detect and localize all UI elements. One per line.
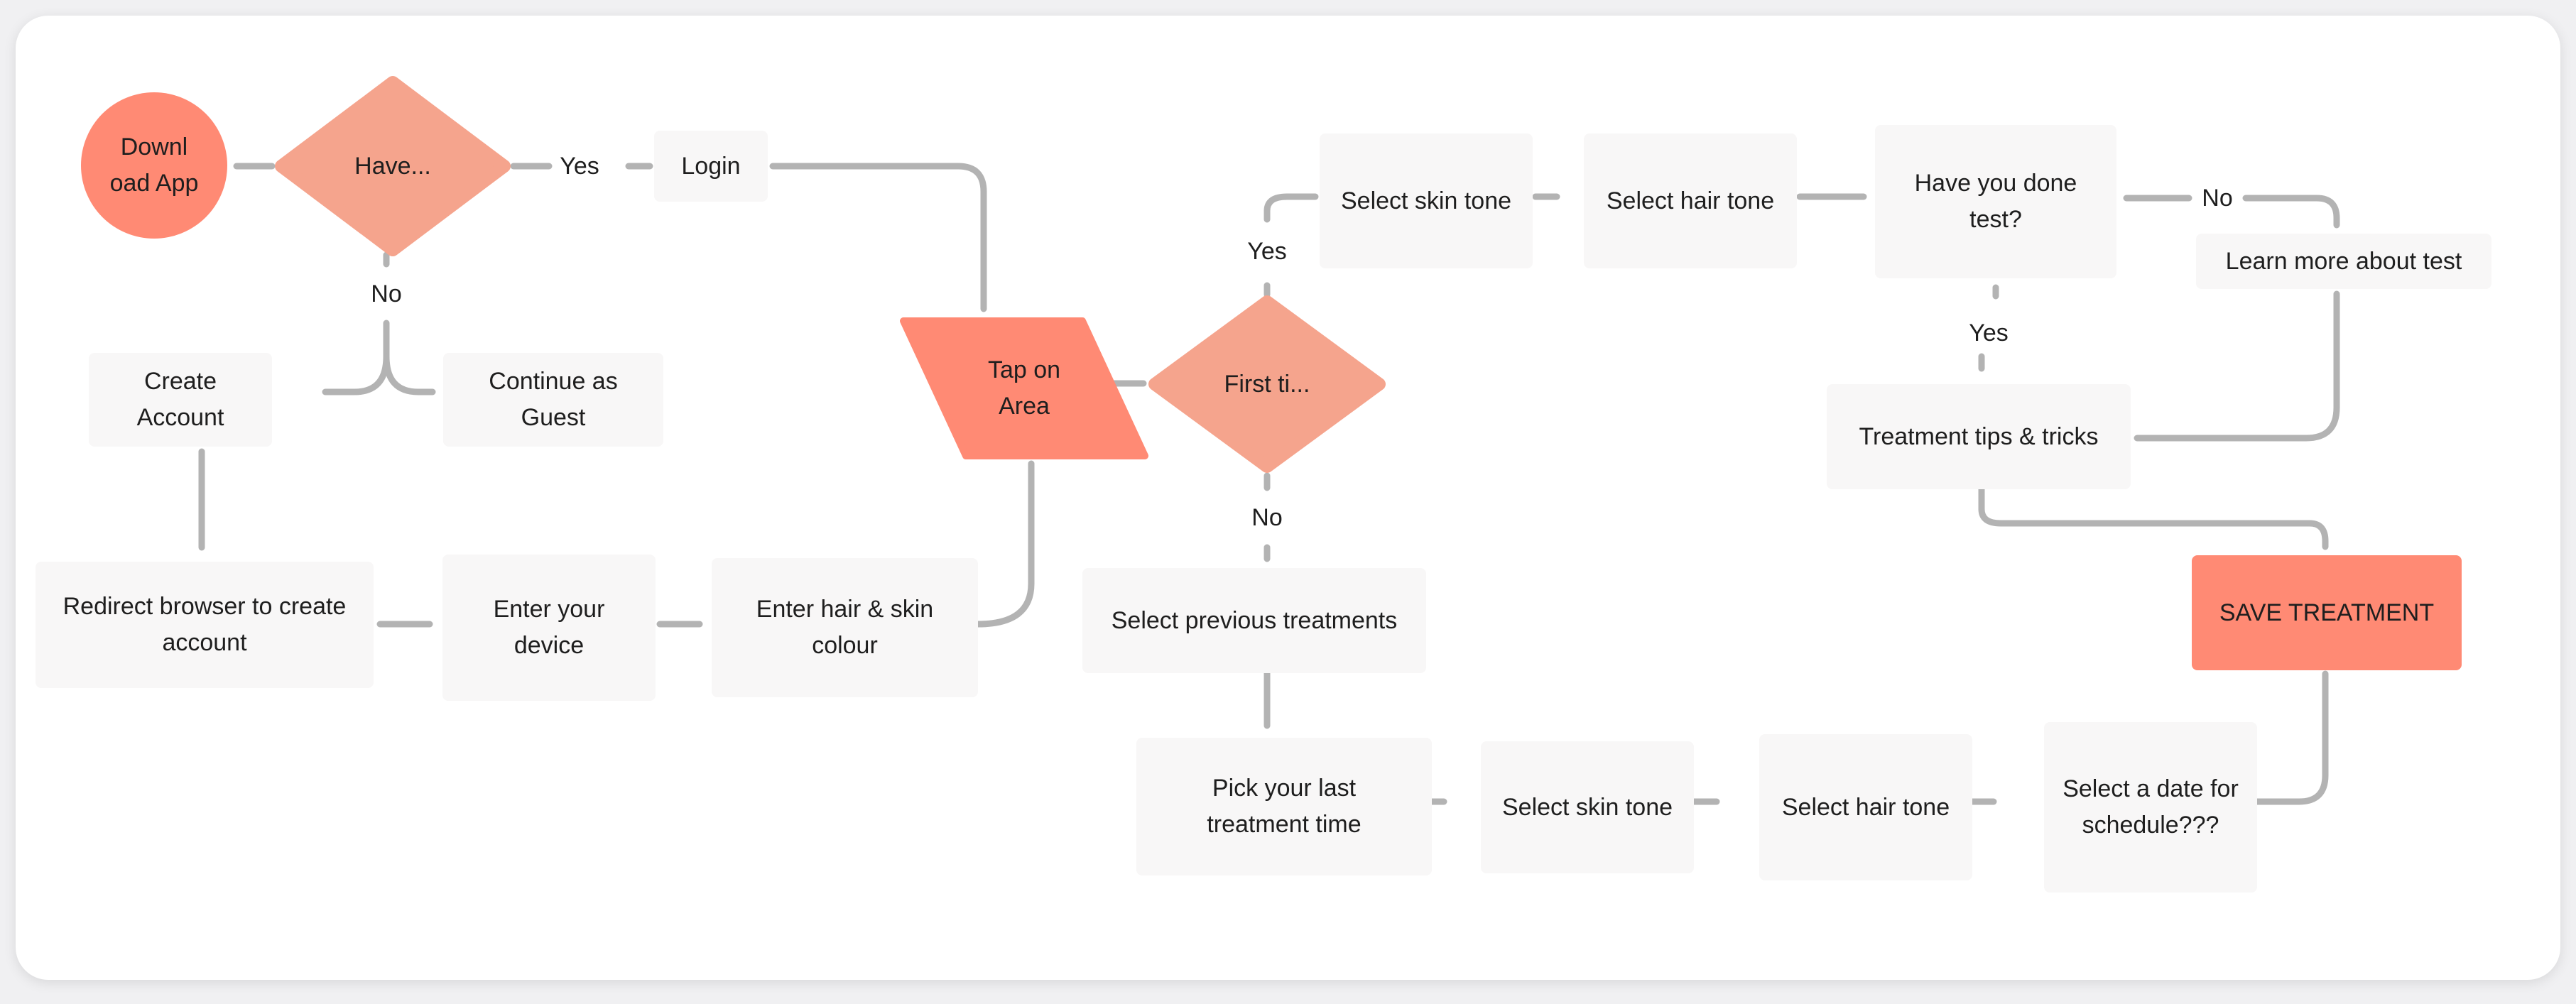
- edge-hair-tap: [974, 460, 1035, 628]
- redirect-browser-node[interactable]: Redirect browser to create account: [36, 562, 374, 688]
- tap-area-node[interactable]: Tap on Area: [896, 317, 1152, 459]
- edge-login-tap: [769, 163, 987, 312]
- parallelogram-shape: [900, 317, 1148, 459]
- learn-more-node[interactable]: Learn more about test: [2196, 234, 2491, 289]
- edge-have-guest: [383, 353, 436, 395]
- select-hair-tone-bottom-node[interactable]: Select hair tone: [1759, 734, 1972, 880]
- select-skin-tone-bottom-label: Select skin tone: [1501, 793, 1673, 821]
- edge-first-yes: [1263, 193, 1319, 298]
- select-schedule-date-node[interactable]: Select a date for schedule???: [2044, 722, 2257, 893]
- edge-have-no: [322, 251, 390, 395]
- enter-hair-skin-label: Enter hair & skin colour: [756, 596, 934, 659]
- last-treatment-time-node[interactable]: Pick your last treatment time: [1136, 738, 1432, 875]
- login-node[interactable]: Login: [654, 131, 768, 202]
- edge-label-have-no: No: [365, 278, 408, 310]
- edge-test-no: [2123, 195, 2340, 229]
- enter-hair-skin-node[interactable]: Enter hair & skin colour: [712, 558, 978, 697]
- select-skin-tone-top-node[interactable]: Select skin tone: [1320, 133, 1533, 268]
- select-hair-tone-top-node[interactable]: Select hair tone: [1584, 133, 1797, 268]
- select-skin-tone-bottom-node[interactable]: Select skin tone: [1481, 741, 1694, 873]
- edge-label-first-no: No: [1246, 501, 1288, 534]
- last-treatment-time-label: Pick your last treatment time: [1207, 775, 1362, 838]
- select-hair-tone-bottom-label: Select hair tone: [1781, 793, 1950, 821]
- create-account-label: Create Account: [136, 368, 224, 431]
- have-account-decision[interactable]: Have...: [274, 75, 511, 257]
- continue-guest-node[interactable]: Continue as Guest: [443, 353, 663, 447]
- enter-device-node[interactable]: Enter your device: [442, 555, 656, 701]
- select-skin-tone-top-label: Select skin tone: [1340, 187, 1512, 214]
- edge-label-test-yes: Yes: [1963, 317, 2014, 349]
- save-treatment-button[interactable]: SAVE TREATMENT: [2192, 555, 2462, 670]
- continue-guest-label: Continue as Guest: [489, 368, 618, 431]
- edge-schedule-save: [2214, 670, 2329, 805]
- edge-test-yes: [1978, 284, 1999, 372]
- select-schedule-date-label: Select a date for schedule???: [2063, 775, 2239, 839]
- test-done-node[interactable]: Have you done test?: [1875, 125, 2116, 278]
- edge-label-have-yes: Yes: [554, 150, 605, 182]
- flowchart-canvas: Downl oad App Have... Login Create Accou…: [16, 16, 2560, 980]
- download-app-label: Downl oad App: [109, 133, 199, 197]
- select-hair-tone-top-label: Select hair tone: [1606, 187, 1775, 214]
- download-app-node[interactable]: Downl oad App: [81, 92, 227, 239]
- test-done-label: Have you done test?: [1914, 170, 2077, 233]
- first-time-label: First ti...: [1224, 370, 1310, 398]
- edge-tips-save: [1978, 485, 2329, 550]
- edge-label-first-yes: Yes: [1241, 235, 1293, 268]
- tap-area-label: Tap on Area: [987, 356, 1061, 420]
- have-account-label: Have...: [354, 152, 431, 180]
- previous-treatments-node[interactable]: Select previous treatments: [1082, 568, 1426, 673]
- first-time-decision[interactable]: First ti...: [1148, 295, 1386, 474]
- save-treatment-label: SAVE TREATMENT: [2219, 599, 2435, 626]
- redirect-browser-label: Redirect browser to create account: [63, 593, 347, 656]
- edge-label-test-no: No: [2196, 182, 2239, 214]
- enter-device-label: Enter your device: [493, 596, 605, 659]
- edge-learn-tips: [2134, 290, 2340, 442]
- learn-more-label: Learn more about test: [2225, 247, 2462, 275]
- login-label: Login: [681, 152, 741, 180]
- diamond-shape: [1148, 295, 1386, 473]
- previous-treatments-label: Select previous treatments: [1111, 606, 1398, 634]
- treatment-tips-node[interactable]: Treatment tips & tricks: [1827, 384, 2131, 489]
- treatment-tips-label: Treatment tips & tricks: [1859, 422, 2099, 450]
- create-account-node[interactable]: Create Account: [89, 353, 272, 447]
- diamond-shape: [275, 76, 511, 256]
